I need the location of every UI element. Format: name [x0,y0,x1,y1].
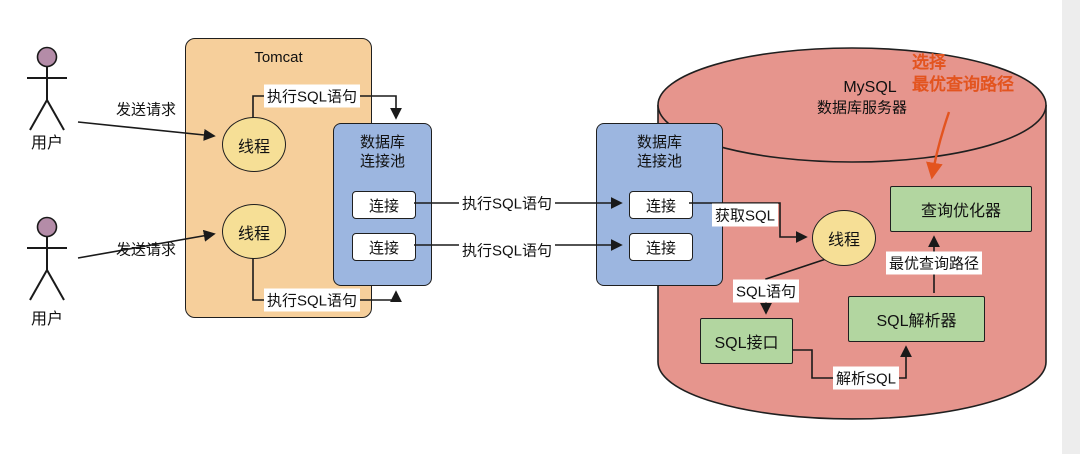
connection-box: 连接 [629,233,693,261]
tomcat-thread-1: 线程 [222,117,286,172]
connection-box: 连接 [352,191,416,219]
parse-sql-label: 解析SQL [832,366,900,390]
connection-box: 连接 [352,233,416,261]
connection-pool-2: 数据库 连接池 连接 连接 [596,123,723,286]
query-optimizer-box: 查询优化器 [890,186,1032,232]
tomcat-title: Tomcat [254,49,303,66]
connection-pool-1: 数据库 连接池 连接 连接 [333,123,432,286]
pool-1-title: 数据库 连接池 [359,134,405,170]
mysql-thread: 线程 [812,210,876,266]
exec-sql-label-top: 执行SQL语句 [263,84,361,108]
mysql-subtitle: 数据库服务器 [816,99,908,117]
sql-parser-box: SQL解析器 [848,296,985,342]
sql-interface-box: SQL接口 [700,318,793,364]
arrow-annotation-orange [926,111,951,180]
exec-sql-label-bottom: 执行SQL语句 [263,288,361,312]
send-request-label-1: 发送请求 [115,101,177,119]
user-figure-1 [27,46,67,131]
user-head-icon [36,46,58,68]
user-label-1: 用户 [30,135,64,152]
exec-sql-label-mid-bottom: 执行SQL语句 [458,238,556,262]
user-head-icon [36,216,58,238]
mysql-title: MySQL [843,79,897,96]
user-figure-2 [27,216,67,301]
get-sql-label: 获取SQL [711,203,779,227]
exec-sql-label-mid-top: 执行SQL语句 [458,191,556,215]
tomcat-thread-2: 线程 [222,204,286,259]
send-request-label-2: 发送请求 [115,241,177,259]
optimal-path-label: 最优查询路径 [885,251,983,275]
connection-box: 连接 [629,191,693,219]
sql-statement-label: SQL语句 [732,279,800,303]
annotation-choose-optimal-path: 选择 最优查询路径 [912,53,1014,94]
pool-2-title: 数据库 连接池 [636,134,682,170]
user-label-2: 用户 [30,311,64,328]
page-edge-strip [1062,0,1080,454]
